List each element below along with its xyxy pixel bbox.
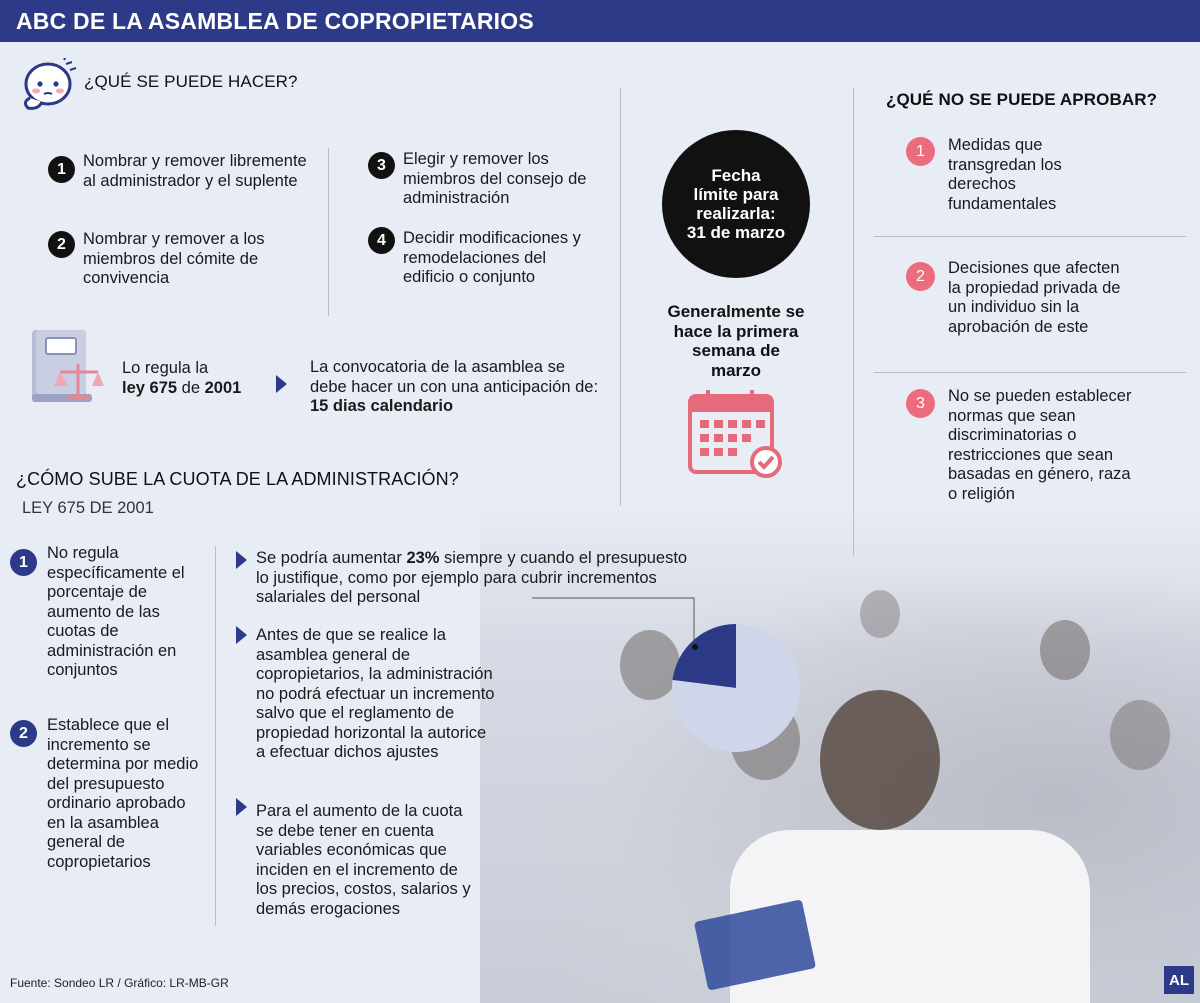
arrow-right-icon [236,798,247,816]
arrow-right-icon [276,375,287,393]
deadline-line: Fecha [711,166,761,185]
deadline-circle: Fecha límite para realizarla: 31 de marz… [662,130,810,278]
section-title-cuota: ¿CÓMO SUBE LA CUOTA DE LA ADMINISTRACIÓN… [16,469,459,489]
law-book-icon [32,330,104,402]
divider [874,372,1186,373]
number-badge: 1 [10,549,37,576]
list-item: No regula específicamente el porcentaje … [47,544,185,679]
list-item: No se pueden establecer normas que sean … [948,387,1132,503]
section-subtitle-cuota: LEY 675 DE 2001 [22,499,154,517]
divider [620,88,621,506]
ley-de: de [177,379,205,397]
list-item: Establece que el incremento se determina… [47,716,199,871]
number-badge: 1 [906,137,935,166]
divider [874,236,1186,237]
number-badge: 2 [906,262,935,291]
number-badge: 2 [10,720,37,747]
audience-photo [480,500,1200,1003]
number-badge: 3 [906,389,935,418]
bullet-post: siempre y cuando el presupuesto lo justi… [256,549,688,606]
number-badge: 3 [368,152,395,179]
deadline-line: 31 de marzo [686,223,786,242]
deadline-note: Generalmente se hace la primera semana d… [640,302,832,380]
divider [853,88,854,556]
ley-year: 2001 [204,379,242,397]
note-line: Generalmente se [667,302,805,321]
divider [215,546,216,926]
bullet-text: Para el aumento de la cuota se debe tene… [256,802,471,918]
section-title-no-se-puede: ¿QUÉ NO SE PUEDE APROBAR? [886,90,1158,109]
bullet-text: Antes de que se realice la asamblea gene… [256,626,495,761]
calendar-check-icon [688,390,782,478]
list-item: Medidas que transgredan los derechos fun… [948,136,1062,213]
thinking-face-icon [23,58,77,110]
ley-number: ley 675 [122,379,178,397]
ley-pre: Lo regula la [122,359,209,377]
number-badge: 4 [368,227,395,254]
list-item: Nombrar y remover libremente al administ… [83,152,307,190]
convocatoria-text: La convocatoria de la asamblea se debe h… [310,358,600,417]
arrow-right-icon [236,551,247,569]
list-item: Decisiones que afecten la propiedad priv… [948,259,1121,336]
ley-text: Lo regula la ley 675 de 2001 [122,358,272,398]
convocatoria-days: 15 dias calendario [310,397,454,415]
arrow-right-icon [236,626,247,644]
source-footer: Fuente: Sondeo LR / Gráfico: LR-MB-GR [10,976,229,990]
bullet-pre: Se podría aumentar [256,549,407,567]
list-item: Nombrar y remover a los miembros del cóm… [83,230,265,287]
leader-line [532,597,695,652]
list-item: Elegir y remover los miembros del consej… [403,150,587,207]
note-line: marzo [710,360,762,380]
pie-marker [692,644,698,650]
brand-logo: AL [1164,966,1194,994]
pie-slice [672,624,736,688]
number-badge: 1 [48,156,75,183]
list-item: Decidir modificaciones y remodelaciones … [403,229,581,286]
note-line: hace la primera [673,321,799,341]
pie-chart [672,624,800,752]
divider [328,148,329,316]
deadline-line: límite para [693,185,779,204]
section-title-que-se-puede: ¿QUÉ SE PUEDE HACER? [84,72,298,91]
convocatoria-label: La convocatoria de la asamblea se debe h… [310,358,599,396]
deadline-line: realizarla: [696,204,776,223]
bullet-bold: 23% [406,549,440,567]
pie-slice [672,624,800,752]
bullet-text: Se podría aumentar 23% siempre y cuando … [256,549,696,608]
number-badge: 2 [48,231,75,258]
page-title: ABC DE LA ASAMBLEA DE COPROPIETARIOS [0,0,1200,42]
note-line: semana de [692,341,780,360]
